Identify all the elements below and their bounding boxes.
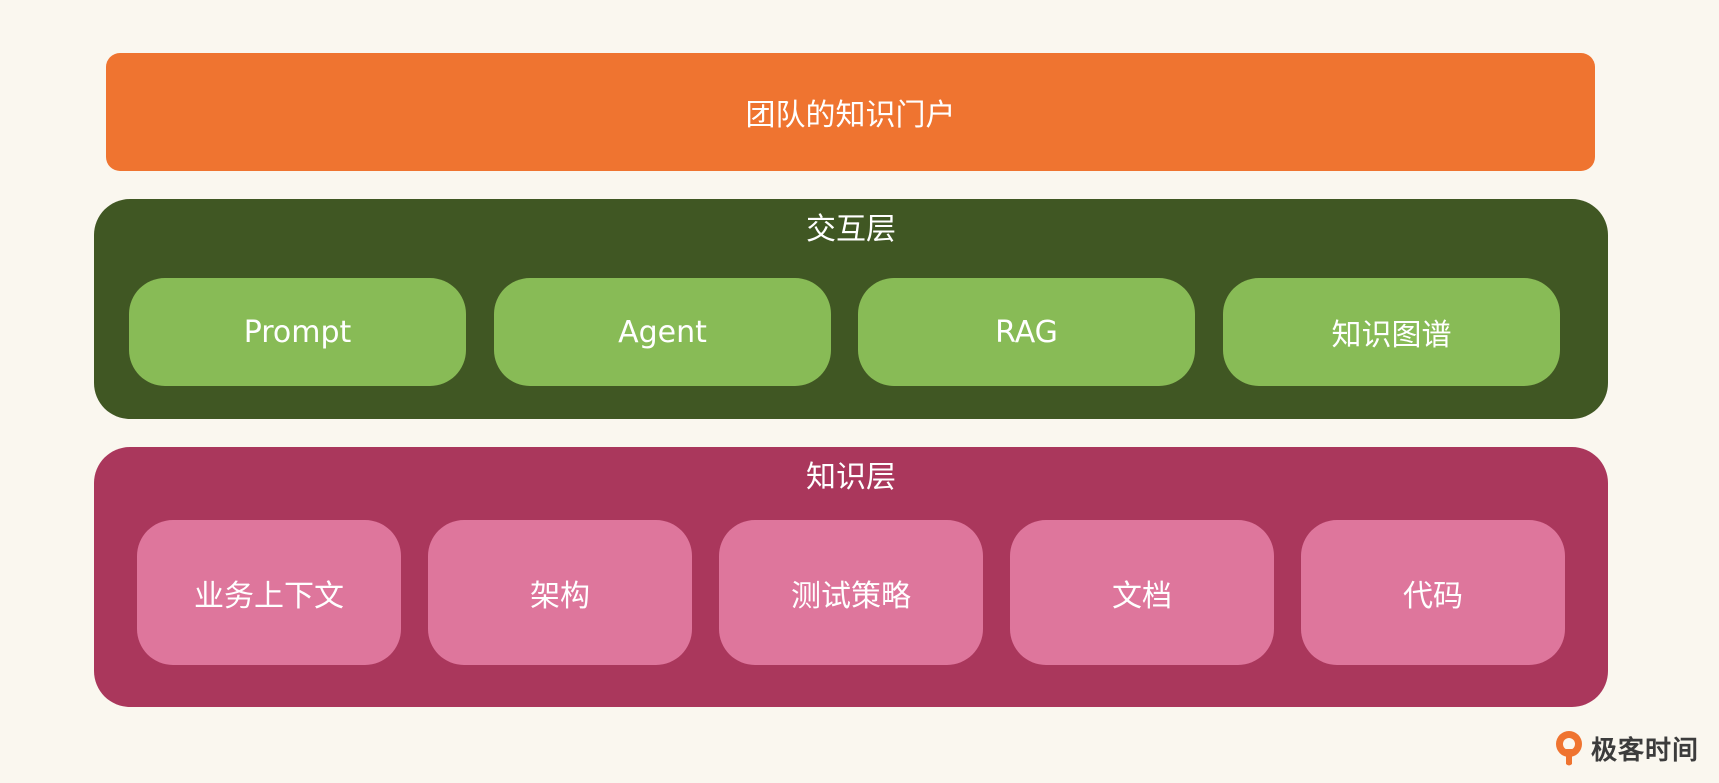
interaction-item-knowledge-graph: 知识图谱: [1223, 278, 1560, 386]
brand-logo-icon: [1556, 731, 1582, 766]
knowledge-layer-title: 知识层: [806, 460, 896, 495]
knowledge-item-test-strategy: 测试策略: [719, 520, 983, 665]
knowledge-item-documentation: 文档: [1010, 520, 1274, 665]
portal-banner: 团队的知识门户: [106, 53, 1595, 171]
knowledge-item-business-context: 业务上下文: [137, 520, 401, 665]
interaction-item-rag: RAG: [858, 278, 1195, 386]
knowledge-item-code: 代码: [1301, 520, 1565, 665]
interaction-layer: 交互层 Prompt Agent RAG 知识图谱: [94, 199, 1608, 419]
knowledge-item-architecture: 架构: [428, 520, 692, 665]
interaction-item-agent: Agent: [494, 278, 831, 386]
brand-logo-text: 极客时间: [1591, 735, 1700, 766]
interaction-item-prompt: Prompt: [129, 278, 466, 386]
brand-logo: 极客时间: [1553, 729, 1699, 767]
interaction-layer-title: 交互层: [806, 212, 896, 247]
knowledge-layer: 知识层 业务上下文 架构 测试策略 文档 代码: [94, 447, 1608, 707]
